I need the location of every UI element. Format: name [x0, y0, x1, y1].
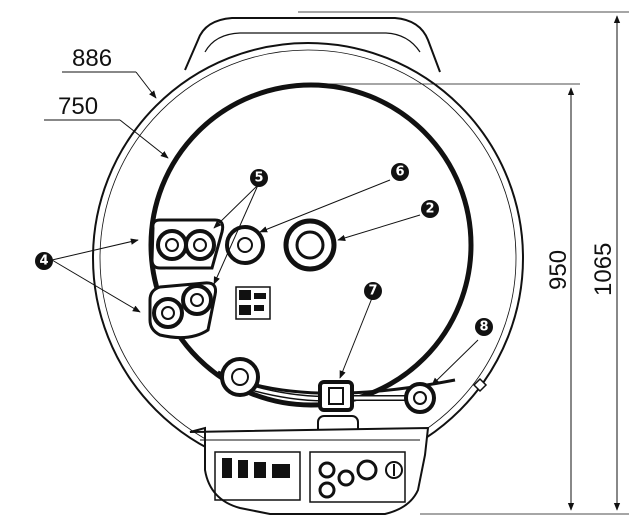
- svg-text:4: 4: [39, 254, 48, 269]
- valve-8: [404, 382, 436, 414]
- dim-750-label: 750: [58, 93, 98, 120]
- fitting-5-upper-right: [184, 229, 216, 261]
- fitting-5-lower-right: [181, 284, 213, 316]
- svg-text:7: 7: [368, 284, 377, 299]
- callout-2: 2: [421, 200, 439, 218]
- fitting-6: [225, 225, 265, 265]
- dim-886-label: 886: [72, 45, 112, 72]
- callout-8: 8: [475, 318, 493, 336]
- svg-text:2: 2: [425, 202, 434, 217]
- fitting-2: [283, 218, 337, 272]
- callout-7: 7: [364, 282, 382, 300]
- callout-4: 4: [35, 252, 53, 270]
- fitting-4-upper-left: [156, 229, 188, 261]
- svg-text:8: 8: [479, 320, 488, 335]
- callout-6: 6: [391, 163, 409, 181]
- callout-5: 5: [250, 169, 268, 187]
- fitting-4-lower-left: [152, 297, 184, 329]
- label-plate: [235, 286, 271, 320]
- valve-left: [220, 357, 260, 397]
- dim-1065-label: 1065: [590, 243, 617, 296]
- dim-950-label: 950: [545, 250, 572, 290]
- svg-text:6: 6: [395, 165, 404, 180]
- bottom-housing: [189, 426, 430, 515]
- svg-text:5: 5: [254, 171, 263, 186]
